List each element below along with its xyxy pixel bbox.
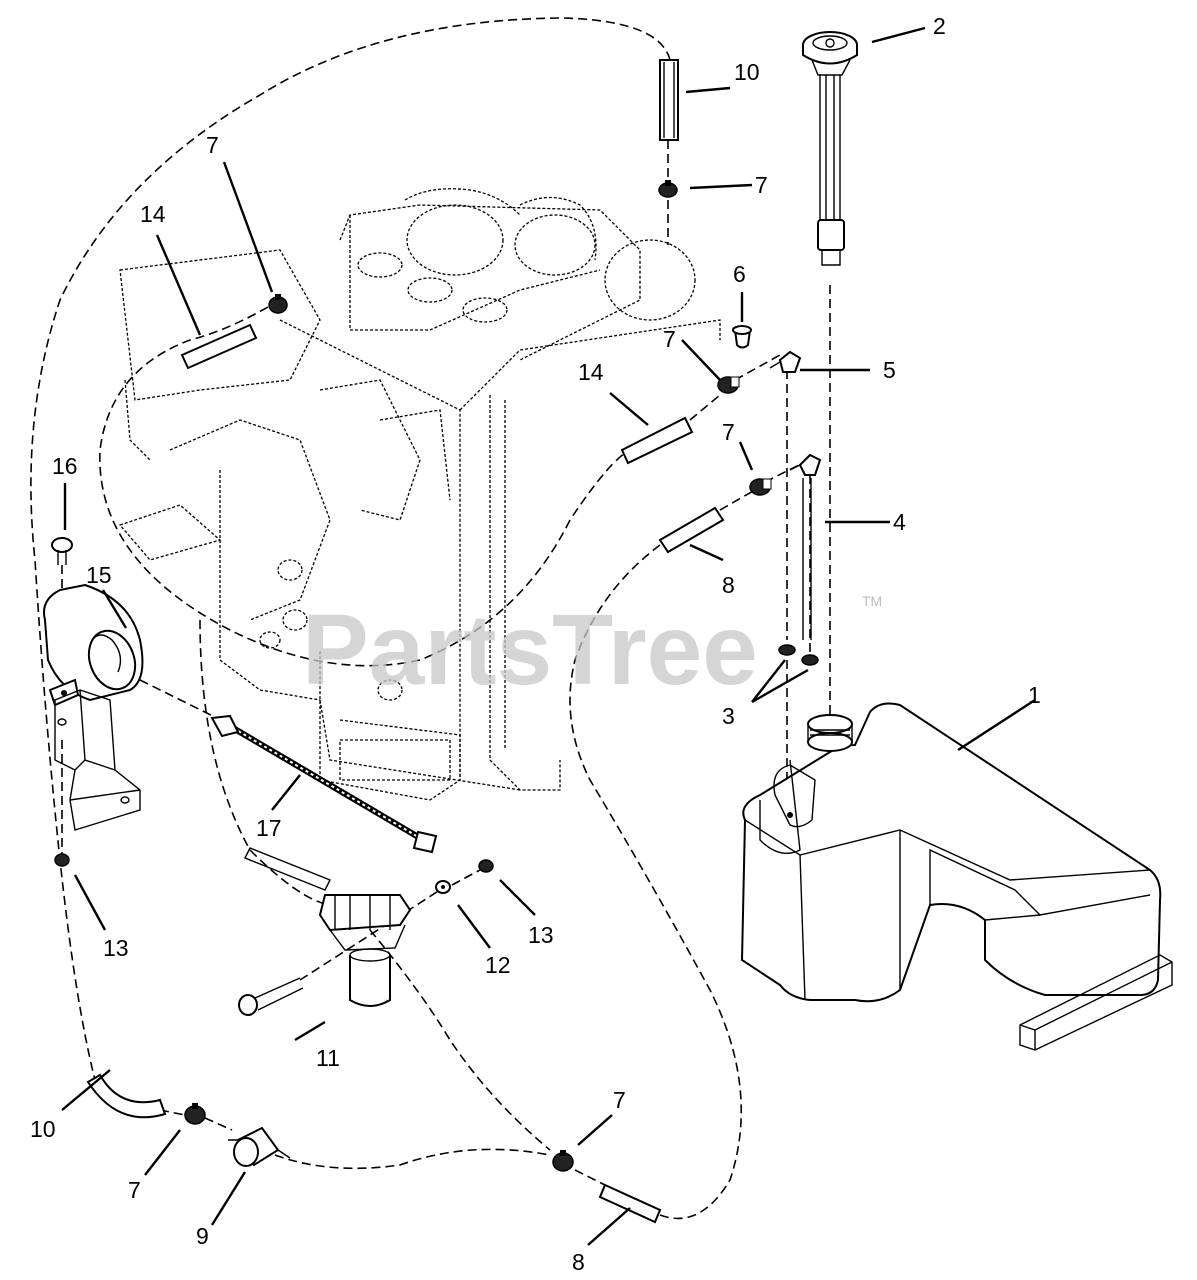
callout-14-right: 14	[578, 359, 604, 385]
callout-13-left: 13	[103, 935, 129, 961]
fuel-filter-assembly-part	[244, 847, 412, 1007]
callout-6: 6	[733, 261, 746, 287]
tank-strap-part	[1019, 954, 1173, 1051]
braided-fuel-line-part	[210, 714, 438, 854]
callout-5: 5	[883, 357, 896, 383]
screw-part	[51, 537, 73, 565]
fuel-pump-part	[43, 583, 144, 707]
callout-9: 9	[196, 1223, 209, 1249]
fitting-with-tube-part	[789, 453, 822, 640]
pump-bracket-part	[54, 689, 141, 831]
callout-1: 1	[1028, 682, 1041, 708]
plug-part	[732, 325, 752, 349]
elbow-fitting-part	[769, 350, 802, 373]
callout-12: 12	[485, 952, 511, 978]
callout-7-fitting-lower: 7	[722, 419, 735, 445]
hose-10-parts	[86, 59, 679, 1119]
callout-labels: 1 2 3 4 5 6 7 7 7 7 7 7 8 8 9 10 10 11 1…	[30, 13, 1041, 1275]
callout-7-left: 7	[206, 132, 219, 158]
watermark-brand: PartsTree	[302, 594, 758, 706]
callout-8-upper: 8	[722, 572, 735, 598]
leader-lines	[61, 26, 1036, 1246]
callout-8-lower: 8	[572, 1249, 585, 1275]
callout-16: 16	[52, 453, 78, 479]
callout-7-fitting-upper: 7	[663, 326, 676, 352]
fuel-tank-part	[740, 702, 1162, 1003]
engine-outline	[118, 188, 721, 801]
fuel-gauge-sender-part	[802, 31, 858, 266]
hose-clamp-parts	[184, 180, 772, 1172]
callout-7-bottom-right: 7	[613, 1087, 626, 1113]
callout-7-top: 7	[755, 172, 768, 198]
bolt-part	[238, 977, 304, 1016]
callout-13-right: 13	[528, 922, 554, 948]
callout-4: 4	[893, 509, 906, 535]
grommet-parts	[778, 644, 819, 666]
callout-3: 3	[722, 703, 735, 729]
hose-8-parts	[598, 506, 725, 1224]
hose-14-parts	[180, 323, 694, 465]
callout-14-left: 14	[140, 201, 166, 227]
nut-parts	[54, 853, 494, 873]
callout-17: 17	[256, 815, 282, 841]
callout-7-bottom-left: 7	[128, 1177, 141, 1203]
callout-10-top: 10	[734, 59, 760, 85]
parts-tree-watermark: PartsTree TM	[302, 593, 882, 706]
watermark-trademark: TM	[862, 593, 882, 609]
callout-15: 15	[86, 562, 112, 588]
washer-part	[435, 880, 451, 894]
callout-10-bottom: 10	[30, 1116, 56, 1142]
callout-11: 11	[316, 1045, 340, 1071]
inline-fuel-filter-part	[228, 1126, 291, 1167]
callout-2: 2	[933, 13, 946, 39]
